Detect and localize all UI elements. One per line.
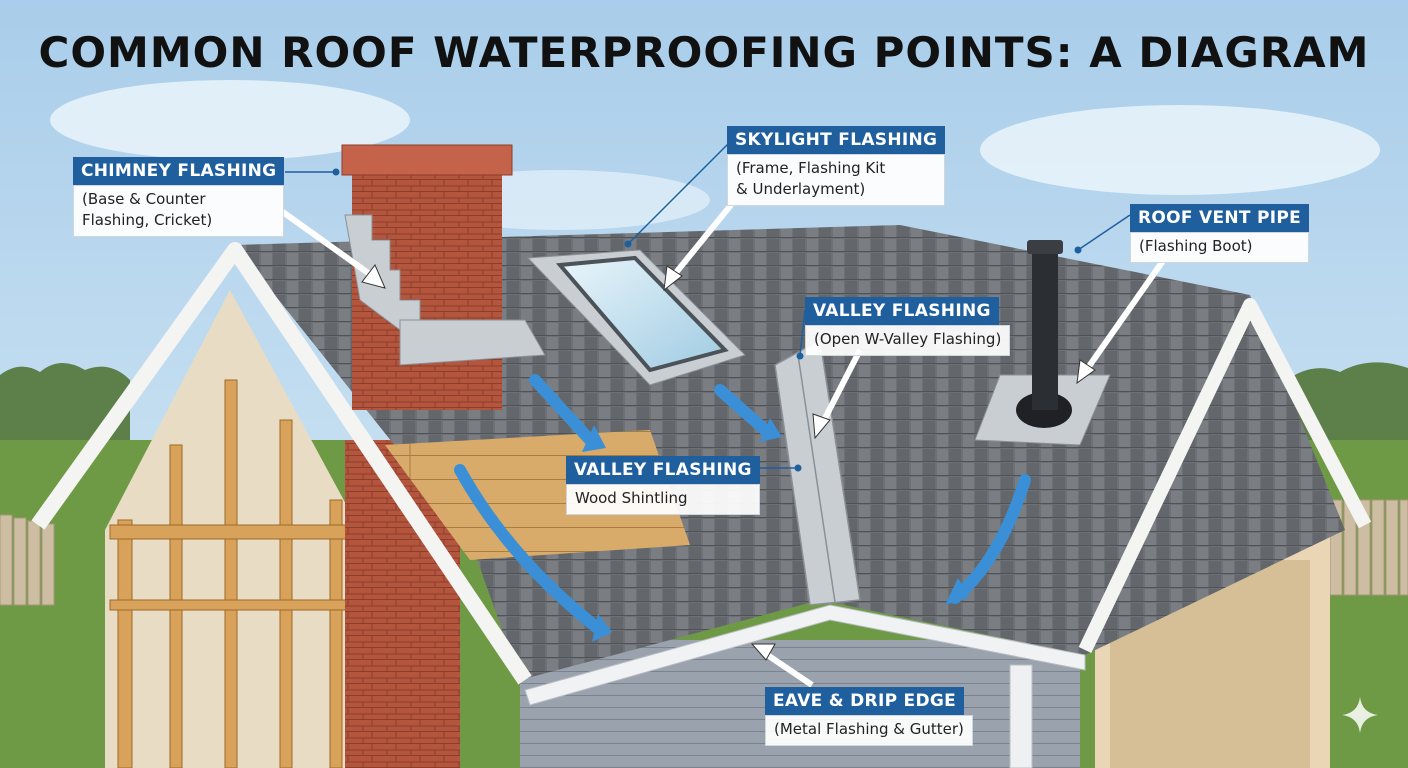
leader-lines [285, 141, 1131, 469]
framing-studs [109, 379, 361, 768]
water-flow-arrows [454, 374, 1031, 636]
callout-detail: (Flashing Boot) [1130, 232, 1310, 263]
callout-detail: (Metal Flashing & Gutter) [765, 715, 973, 746]
right-rake-trim [1078, 298, 1372, 654]
left-rake-trim [31, 242, 532, 685]
callout-detail: (Open W-Valley Flashing) [805, 325, 1011, 356]
tree-line-left [0, 362, 130, 445]
callout-detail: Wood Shintling [566, 484, 760, 515]
callout-heading: EAVE & DRIP EDGE [765, 687, 965, 715]
callout-heading: VALLEY FLASHING [566, 456, 760, 484]
vent-pipe-cap [1027, 240, 1063, 254]
callout-heading: SKYLIGHT FLASHING [727, 126, 946, 154]
downspout [1009, 664, 1033, 768]
sparkle-icon [1342, 697, 1378, 733]
callout-skylight-flashing: SKYLIGHT FLASHING (Frame, Flashing Kit &… [727, 126, 946, 206]
diagram-title: COMMON ROOF WATERPROOFING POINTS: A DIAG… [38, 28, 1370, 77]
fence-left [0, 514, 55, 606]
water-flow-arrowheads [582, 418, 970, 642]
callout-detail: (Frame, Flashing Kit & Underlayment) [727, 154, 946, 206]
valley-crease [797, 354, 836, 603]
callout-heading: CHIMNEY FLASHING [73, 157, 285, 185]
callout-pointer-heads [361, 264, 1096, 661]
vent-pipe [1032, 250, 1058, 410]
callout-roof-vent-pipe: ROOF VENT PIPE (Flashing Boot) [1130, 204, 1310, 263]
callout-detail: (Base & Counter Flashing, Cricket) [73, 185, 285, 237]
callout-heading: ROOF VENT PIPE [1130, 204, 1310, 232]
callout-heading: VALLEY FLASHING [805, 297, 999, 325]
callout-valley-flashing-open: VALLEY FLASHING (Open W-Valley Flashing) [805, 297, 1011, 356]
gutter [524, 604, 1086, 706]
callout-chimney-flashing: CHIMNEY FLASHING (Base & Counter Flashin… [73, 157, 285, 237]
chimney-cap [341, 144, 513, 176]
leader-dots [332, 168, 1082, 472]
callout-eave-drip-edge: EAVE & DRIP EDGE (Metal Flashing & Gutte… [765, 687, 973, 746]
cloud [50, 80, 410, 160]
skylight-glass [555, 255, 729, 373]
callout-valley-flashing-wood: VALLEY FLASHING Wood Shintling [566, 456, 760, 515]
cloud [980, 105, 1380, 195]
chimney-base-flashing [399, 319, 546, 366]
fence-right [1329, 499, 1408, 596]
